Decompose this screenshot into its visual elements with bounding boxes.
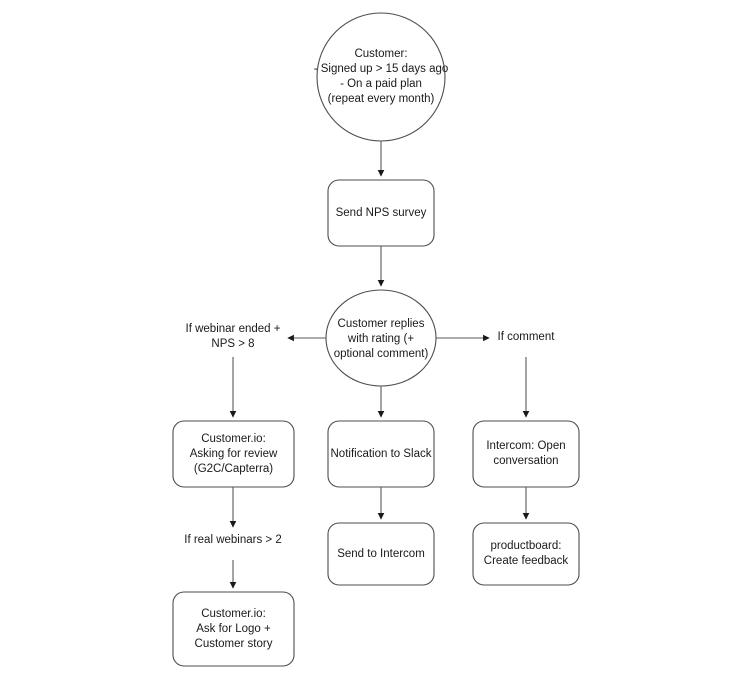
node-notification-slack-shape[interactable]	[327, 420, 435, 488]
node-customerio-logo-story-shape[interactable]	[172, 591, 295, 667]
node-send-to-intercom-shape[interactable]	[327, 522, 435, 586]
node-customer-replies-shape[interactable]	[325, 289, 437, 387]
node-send-nps-survey-shape[interactable]	[327, 179, 435, 247]
edge-label-if-comment: If comment	[497, 331, 555, 343]
node-customerio-review-shape[interactable]	[172, 420, 295, 488]
node-productboard-feedback-shape[interactable]	[472, 522, 580, 586]
node-trigger-shape[interactable]	[316, 12, 446, 142]
node-intercom-open-conversation-shape[interactable]	[472, 420, 580, 488]
edge-label-webinar-nps: If webinar ended + NPS > 8	[185, 323, 281, 350]
edge-label-real-webinars: If real webinars > 2	[184, 534, 282, 546]
